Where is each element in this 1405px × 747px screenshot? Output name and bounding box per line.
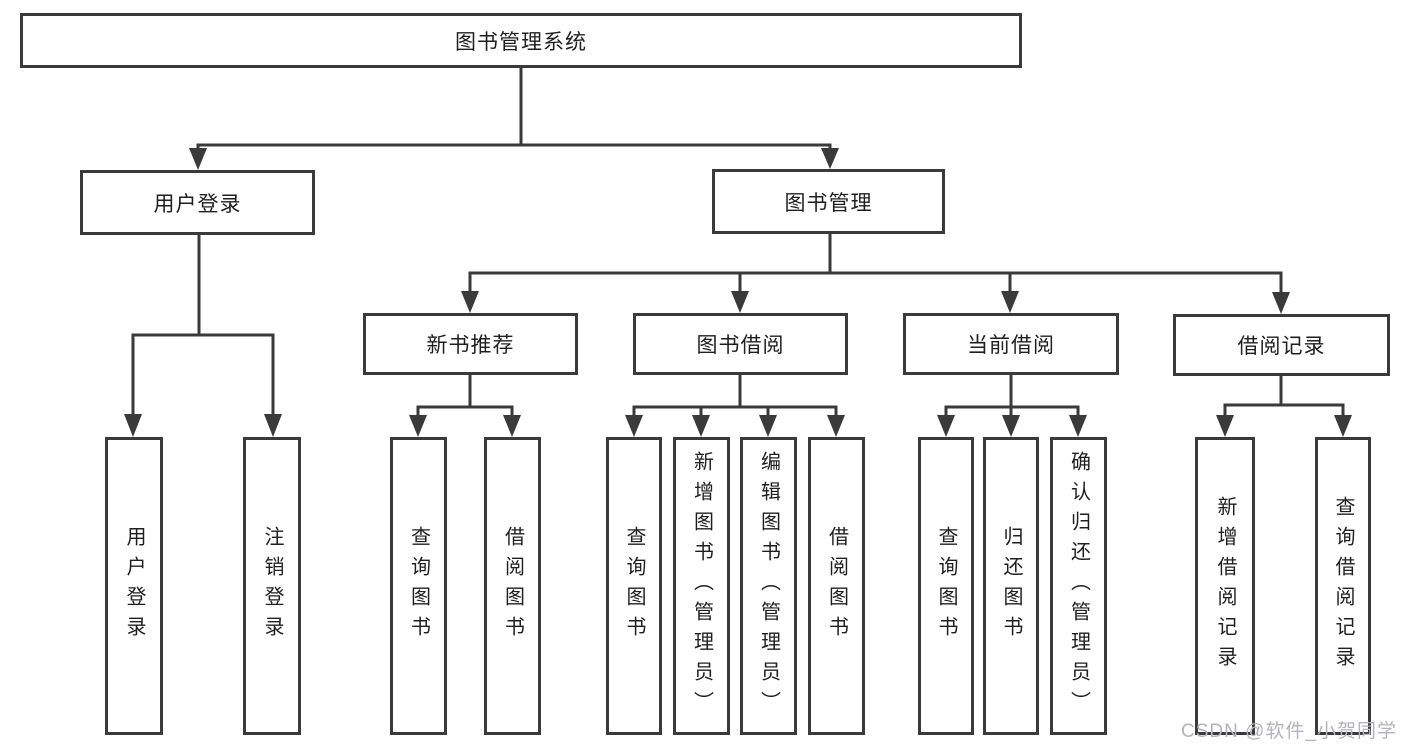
node-book-management-label: 图书管理 — [784, 191, 873, 215]
arrowheads — [124, 148, 1352, 437]
node-current-borrow: 当前借阅 — [903, 313, 1119, 375]
leaf-logout-label: 注销登录 — [261, 526, 283, 646]
node-book-borrow-label: 图书借阅 — [696, 334, 785, 357]
leaf-add-books-admin-label: 新增图书（管理员） — [690, 451, 713, 721]
leaf-add-books-admin: 新增图书（管理员） — [673, 437, 730, 735]
leaf-query-borrow-record-label: 查询借阅记录 — [1332, 496, 1354, 676]
node-new-book-recommend-label: 新书推荐 — [426, 334, 515, 357]
leaf-current-query-books-label: 查询图书 — [935, 526, 957, 646]
node-root: 图书管理系统 — [20, 13, 1022, 68]
leaf-user-login: 用户登录 — [105, 437, 163, 735]
leaf-return-books: 归还图书 — [983, 437, 1039, 735]
leaf-current-query-books: 查询图书 — [918, 437, 974, 735]
leaf-recommend-query-books-label: 查询图书 — [407, 526, 430, 646]
leaf-recommend-borrow-books-label: 借阅图书 — [501, 526, 524, 646]
leaf-confirm-return-admin: 确认归还（管理员） — [1050, 437, 1107, 735]
leaf-borrow-books: 借阅图书 — [808, 437, 865, 735]
leaf-logout: 注销登录 — [243, 437, 301, 735]
node-borrow-records-label: 借阅记录 — [1237, 335, 1326, 358]
leaf-borrow-query-books: 查询图书 — [606, 437, 662, 735]
node-borrow-records: 借阅记录 — [1173, 314, 1390, 376]
node-current-borrow-label: 当前借阅 — [967, 334, 1055, 357]
leaf-return-books-label: 归还图书 — [1000, 526, 1022, 646]
leaf-recommend-query-books: 查询图书 — [390, 437, 447, 735]
leaf-edit-books-admin: 编辑图书（管理员） — [740, 437, 797, 735]
csdn-watermark: CSDN @软件_小贺同学 — [1181, 721, 1397, 742]
node-user-login: 用户登录 — [80, 170, 315, 235]
leaf-borrow-books-label: 借阅图书 — [825, 526, 848, 646]
leaf-confirm-return-admin-label: 确认归还（管理员） — [1067, 451, 1090, 721]
leaf-add-borrow-record: 新增借阅记录 — [1195, 437, 1255, 735]
node-book-management: 图书管理 — [712, 169, 945, 234]
leaf-recommend-borrow-books: 借阅图书 — [484, 437, 541, 735]
node-user-login-label: 用户登录 — [153, 192, 242, 216]
node-book-borrow: 图书借阅 — [633, 313, 848, 375]
leaf-borrow-query-books-label: 查询图书 — [623, 526, 645, 646]
leaf-user-login-label: 用户登录 — [123, 526, 145, 646]
leaf-query-borrow-record: 查询借阅记录 — [1315, 437, 1371, 735]
leaf-edit-books-admin-label: 编辑图书（管理员） — [757, 451, 780, 721]
leaf-add-borrow-record-label: 新增借阅记录 — [1214, 496, 1236, 676]
node-root-label: 图书管理系统 — [455, 30, 587, 54]
node-new-book-recommend: 新书推荐 — [363, 313, 578, 375]
